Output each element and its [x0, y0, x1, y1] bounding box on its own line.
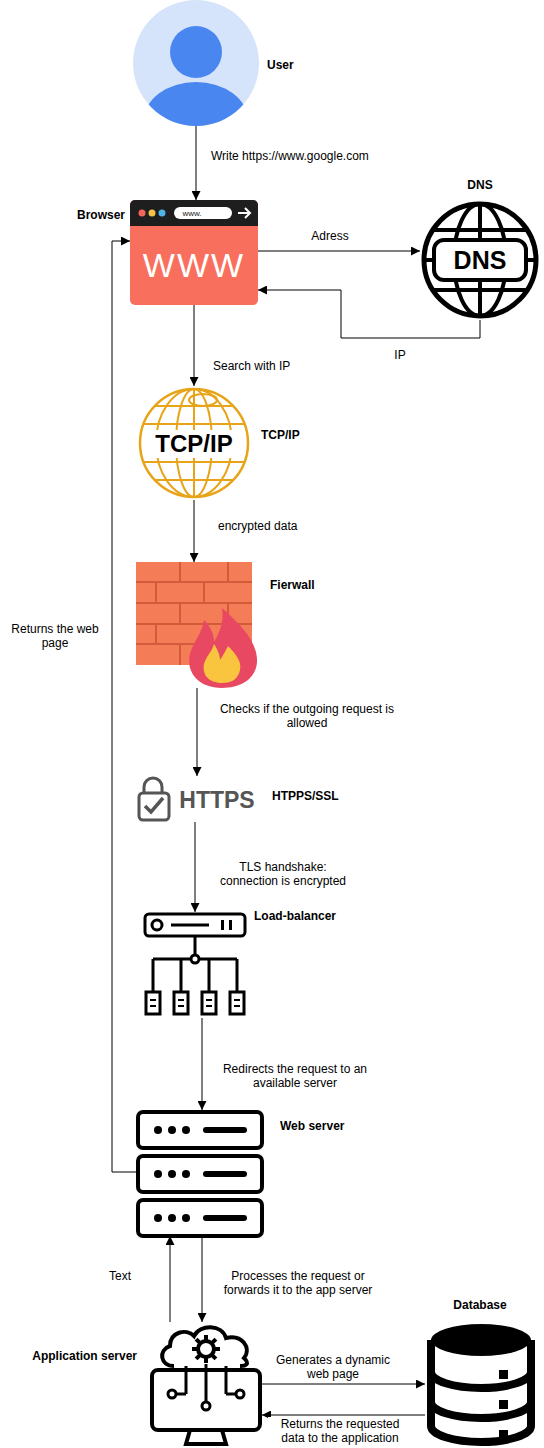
node-heading: Application server: [32, 1349, 137, 1363]
icon-stroke: [206, 1171, 244, 1177]
connector-arrow: [202, 1018, 203, 1110]
icon-stroke: [212, 1339, 216, 1343]
address-text: www.: [182, 209, 201, 218]
dns-globe: DNSDNS: [420, 200, 540, 320]
icon-stroke: [186, 1430, 226, 1444]
node-heading: DNS: [467, 178, 492, 192]
node-heading: Load-balancer: [254, 909, 336, 923]
icon-stroke: [206, 1215, 244, 1221]
tcpip-globe: TCP/IPTCP/IP: [137, 386, 251, 500]
edge-label: Redirects the request to an available se…: [209, 1062, 381, 1090]
dns-text: DNS: [454, 246, 507, 275]
user-icon: User: [133, 0, 259, 126]
icon-stroke: [178, 1000, 184, 1006]
icon-stroke: [162, 1327, 247, 1366]
icon-stroke: [206, 1127, 244, 1133]
icon-stroke: [236, 1390, 244, 1398]
icon-stroke: [152, 920, 162, 930]
icon-stroke: [196, 1355, 200, 1359]
connector-arrow: [195, 822, 196, 912]
node-heading: User: [267, 58, 294, 72]
icon-stroke: [155, 624, 157, 644]
icon-stroke: [234, 1000, 240, 1006]
icon-stroke: [150, 1000, 156, 1006]
load-balancer-icon-drawing: [143, 912, 247, 1018]
web-server-icon-drawing: [136, 1110, 264, 1236]
icon-stroke: [204, 1335, 208, 1340]
connector-arrow: [258, 251, 420, 252]
node-heading: Browser: [77, 208, 125, 222]
icon-stroke: [431, 1372, 531, 1418]
icon-stroke: [196, 1339, 200, 1343]
icon-stroke: [212, 1355, 216, 1359]
https-text: HTTPS: [179, 787, 254, 814]
connector-arrow: [197, 688, 198, 776]
icon-stroke: [176, 1364, 236, 1402]
icon-stroke: [424, 204, 536, 316]
node-heading: Fierwall: [270, 578, 315, 592]
icon-stroke: [153, 925, 237, 992]
icon-stroke: [203, 582, 205, 603]
node-heading: Database: [453, 1298, 506, 1312]
icon-stroke: [215, 1347, 220, 1351]
https-icon: HTPPS/SSLHTTPS: [137, 776, 259, 822]
icon-stroke: [189, 394, 217, 406]
edge-label: Text: [107, 1269, 133, 1283]
connector-arrow: [170, 1236, 171, 1322]
edge-label: Processes the request or forwards it to …: [208, 1269, 388, 1297]
icon-stroke: [238, 208, 250, 218]
firewall-icon: Fierwall: [136, 562, 260, 688]
icon-stroke: [192, 1347, 197, 1351]
node-heading: Web server: [280, 1119, 344, 1133]
icon-stroke: [155, 582, 157, 603]
database-icon-drawing: [425, 1320, 537, 1446]
icon-stroke: [204, 1358, 208, 1363]
icon-stroke: [179, 644, 181, 665]
edge-label: Checks if the outgoing request is allowe…: [205, 702, 409, 730]
edge-label: Returns the web page: [6, 622, 105, 650]
icon-stroke: [198, 1341, 214, 1357]
icon-stroke: [206, 1000, 212, 1006]
edge-label: Returns the requested data to the applic…: [268, 1417, 412, 1445]
connector-arrow: [112, 241, 136, 1172]
edge-label: Write https://www.google.com: [209, 149, 371, 163]
database-icon: Database: [425, 1320, 537, 1446]
connector-arrow: [194, 305, 195, 386]
edge-label: Generates a dynamic web page: [266, 1353, 400, 1381]
icon-stroke: [227, 562, 229, 582]
edge-label: Search with IP: [211, 359, 292, 373]
icon-stroke: [136, 581, 252, 583]
edge-label: Adress: [309, 229, 350, 243]
application-server-icon: Application server: [150, 1322, 262, 1446]
connector-arrow: [262, 1415, 425, 1416]
edge-label: IP: [392, 348, 407, 362]
icon-stroke: [136, 602, 252, 604]
www-text: WWW: [143, 246, 245, 285]
connector-arrow: [202, 1236, 203, 1322]
icon-stroke: [145, 798, 163, 812]
node-heading: HTPPS/SSL: [272, 789, 339, 803]
user-icon-drawing: [133, 0, 259, 126]
icon-stroke: [179, 562, 181, 582]
application-server-icon-drawing: [150, 1322, 262, 1446]
browser-window: Browserwww.WWW: [130, 200, 258, 305]
connector-arrow: [262, 1384, 425, 1385]
firewall-icon-drawing: [136, 562, 260, 688]
icon-stroke: [202, 1402, 210, 1410]
load-balancer-icon: Load-balancer: [143, 912, 247, 1018]
node-heading: TCP/IP: [261, 428, 300, 442]
connector-arrow: [194, 500, 195, 562]
connector-arrow: [196, 126, 197, 200]
icon-stroke: [179, 603, 181, 624]
tcpip-text: TCP/IP: [153, 430, 234, 458]
edge-label: encrypted data: [216, 519, 299, 533]
web-server-icon: Web server: [136, 1110, 264, 1236]
edge-label: TLS handshake: connection is encrypted: [212, 860, 354, 888]
icon-stroke: [168, 1390, 176, 1398]
